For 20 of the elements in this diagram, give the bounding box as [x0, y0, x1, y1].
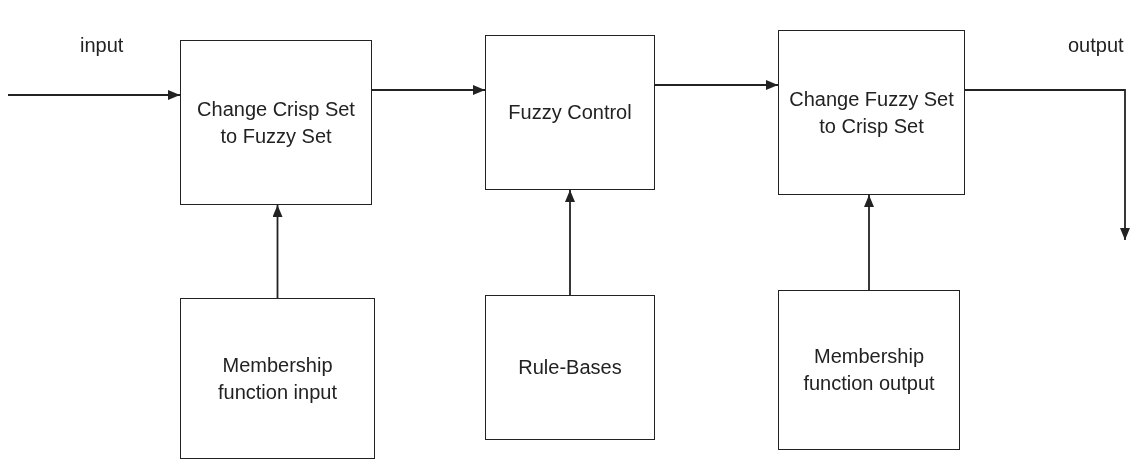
process-box — [180, 298, 375, 459]
arrow — [272, 204, 283, 299]
process-box — [778, 30, 965, 195]
arrow — [864, 194, 874, 291]
arrow — [7, 90, 181, 100]
process-box — [778, 290, 960, 450]
box-label: Fuzzy Control — [508, 100, 632, 125]
box-label: Change Fuzzy Set to Crisp Set — [788, 86, 955, 139]
process-box — [485, 295, 655, 440]
edge-label: input — [80, 34, 124, 57]
arrow — [964, 89, 1130, 241]
arrow — [371, 85, 486, 95]
arrow — [565, 189, 575, 296]
process-box — [485, 35, 655, 190]
box-label: Rule-Bases — [518, 355, 622, 380]
arrow — [654, 80, 779, 90]
box-label: Membership function input — [217, 352, 338, 405]
process-box — [180, 40, 372, 205]
box-label: Membership function output — [802, 344, 936, 396]
box-label: Change Crisp Set to Fuzzy Set — [196, 96, 356, 149]
